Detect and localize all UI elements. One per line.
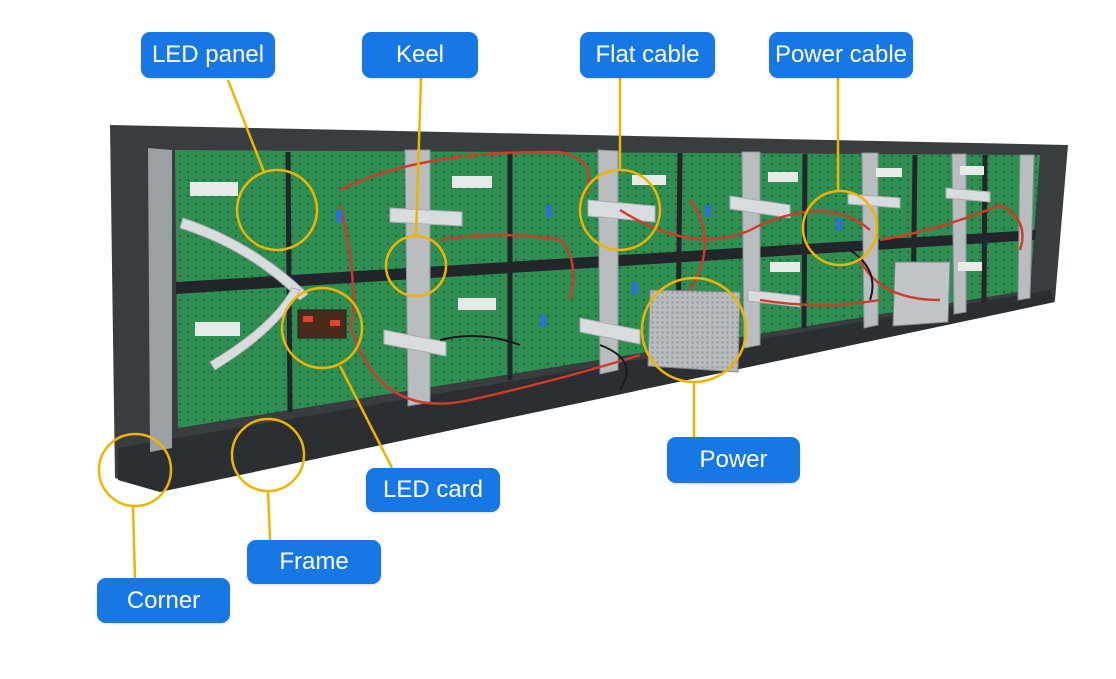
flat-cables [179,187,991,371]
cabinet [110,125,1068,492]
led-panel-callout-circle [235,168,319,252]
frame-bottom [118,290,1055,492]
corner-callout-circle [97,432,173,508]
led-card-leader [338,365,394,469]
frame-leader [266,490,272,541]
keel-leader [414,77,423,237]
led-card-callout-circle [280,286,364,370]
label-keel: Keel [362,32,478,78]
panel-stickers [190,166,984,336]
label-power-cable: Power cable [769,32,913,78]
label-corner: Corner [97,578,230,623]
power-supply-main [647,289,741,373]
corner-post [148,148,172,452]
led-control-card [297,309,347,339]
label-led-panel: LED panel [141,32,275,78]
wire-connectors [336,205,842,327]
power-wires [338,150,1024,405]
label-power: Power [667,437,800,483]
power-supply-second [892,261,951,327]
label-frame: Frame [247,540,381,584]
led-panel-leader [226,79,266,173]
callouts [97,77,879,581]
signal-wires [439,249,874,391]
label-flat-cable: Flat cable [580,32,715,78]
corner-leader [131,505,137,581]
label-led-card: LED card [366,468,500,512]
power-cable-callout-circle [801,189,879,267]
